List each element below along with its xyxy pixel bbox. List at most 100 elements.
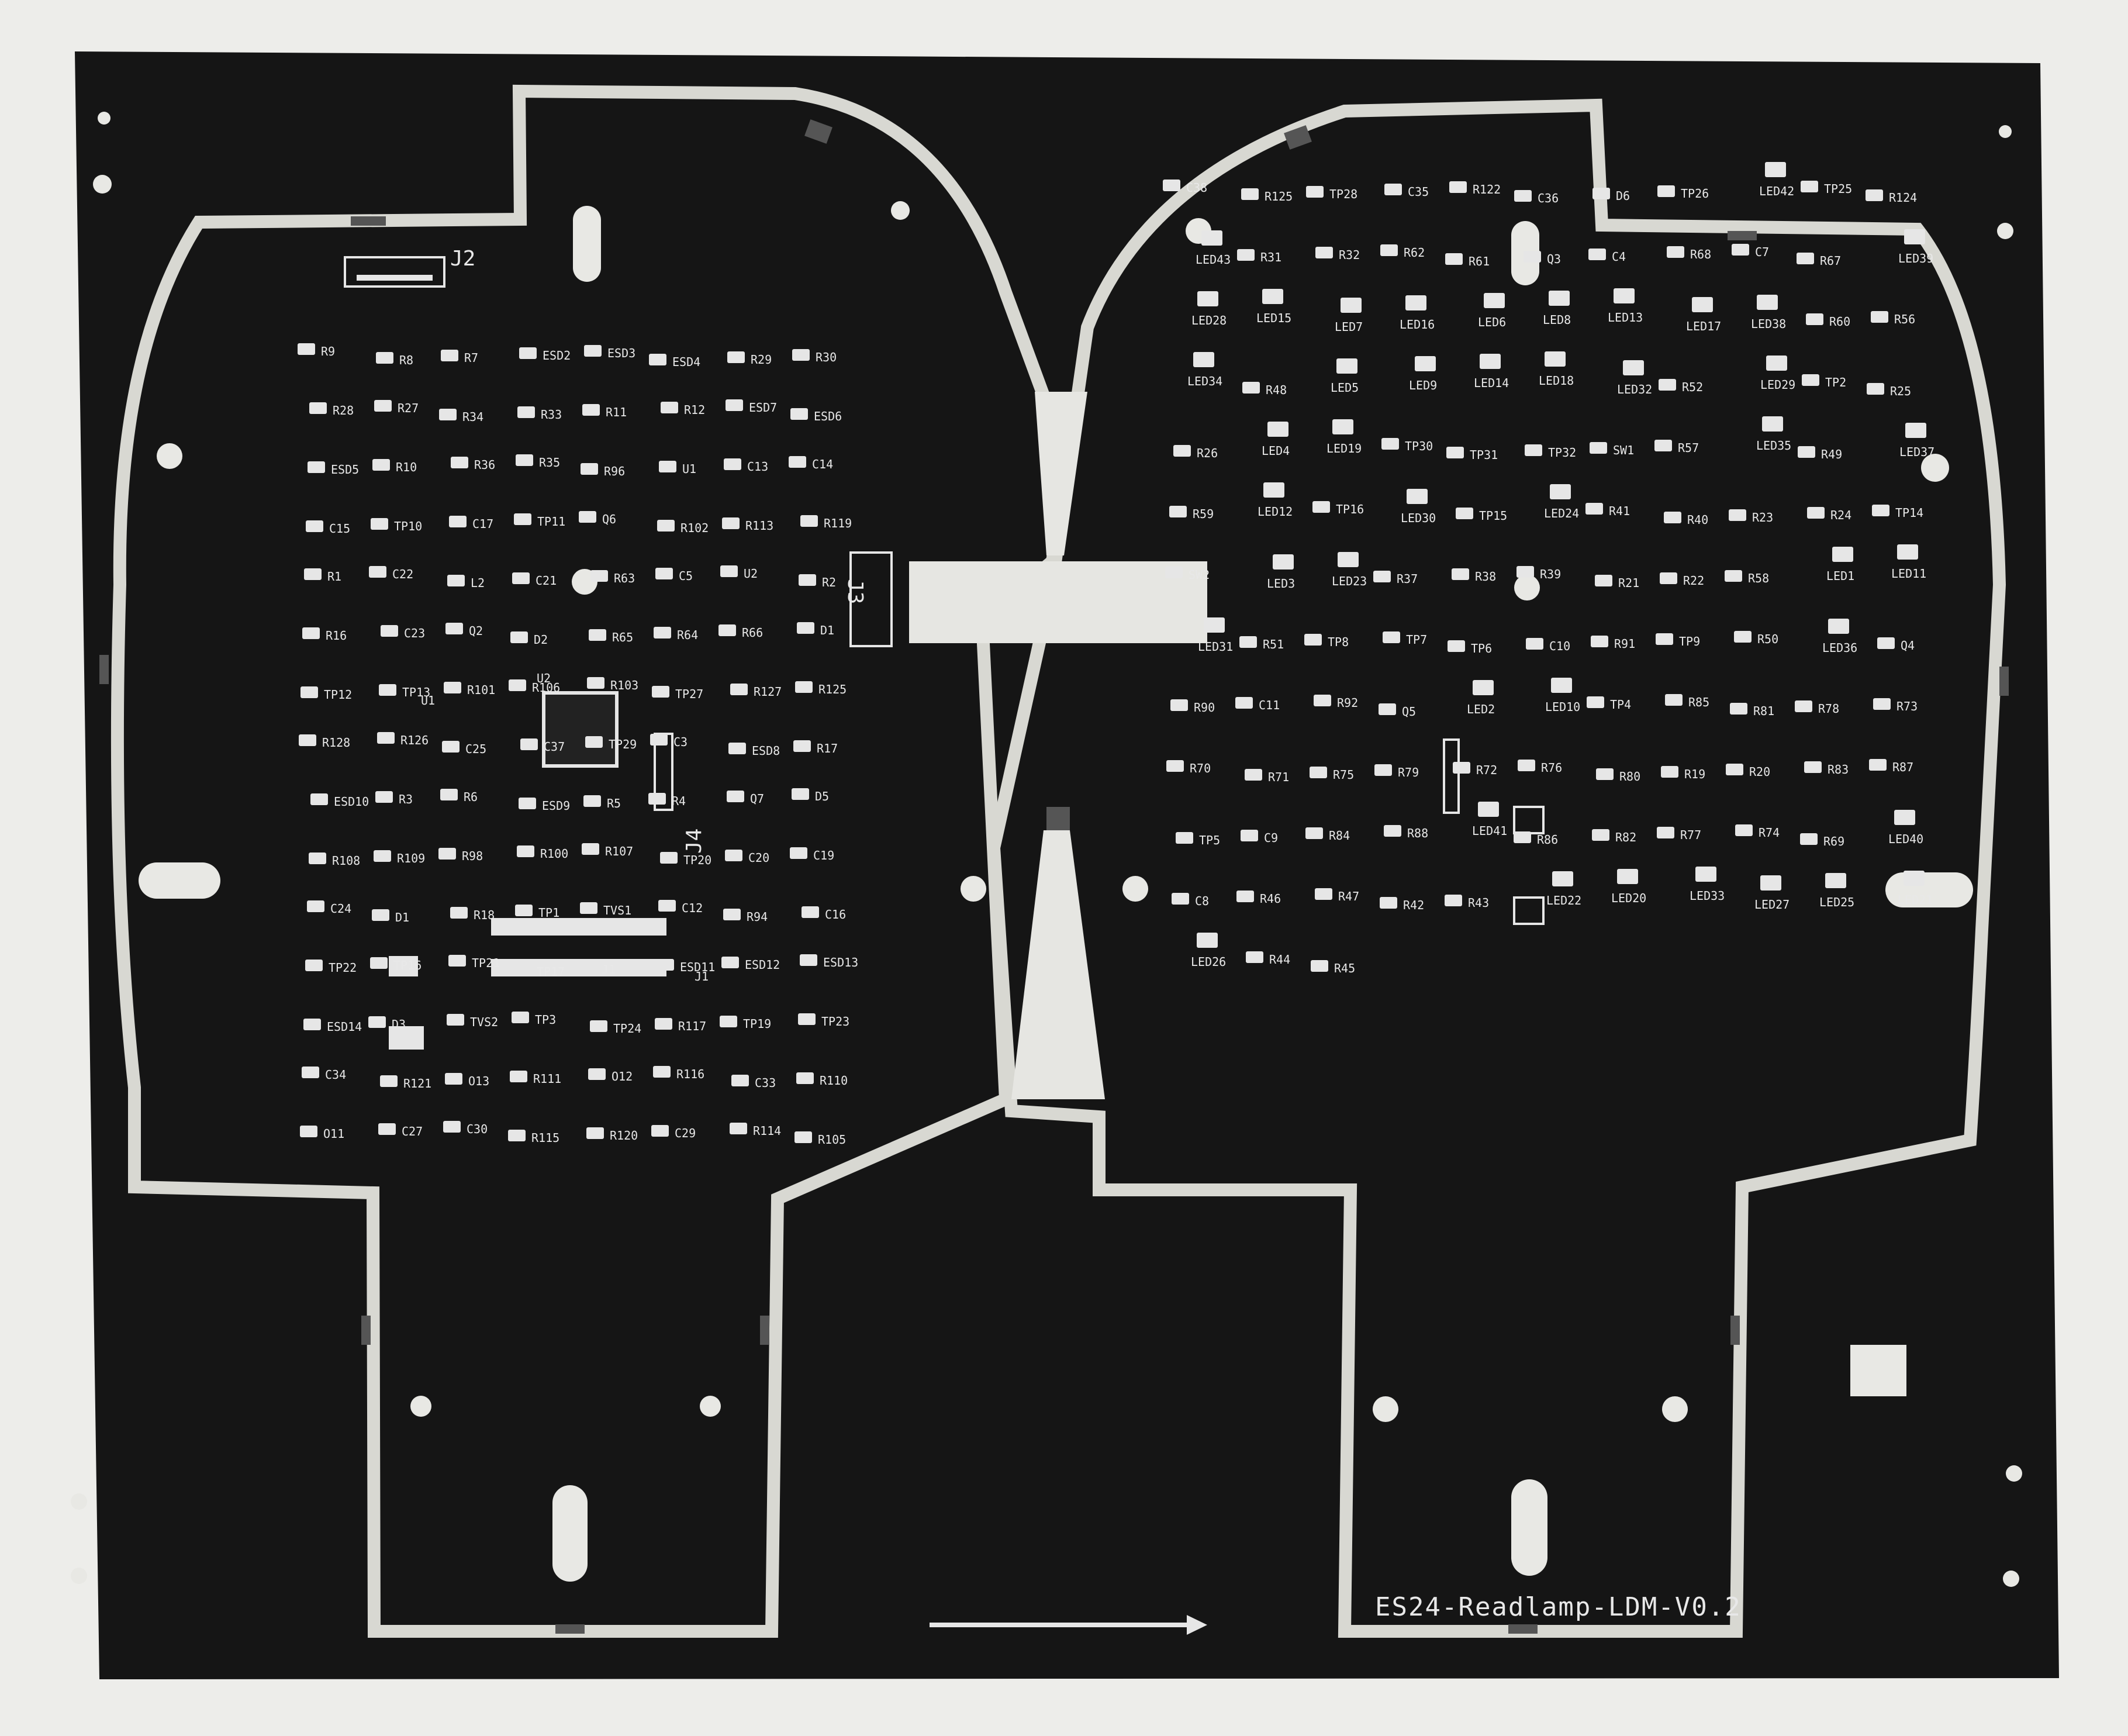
smd-pad xyxy=(445,1073,462,1085)
smd-pads-left xyxy=(298,343,819,1143)
silk-label: R66 xyxy=(742,626,764,640)
smd-pad xyxy=(1734,631,1752,643)
smd-pad xyxy=(1872,505,1889,516)
silk-label: C21 xyxy=(536,574,557,588)
silk-label: R37 xyxy=(1397,572,1418,586)
silk-label: R45 xyxy=(1334,961,1356,975)
silk-label: R125 xyxy=(818,682,847,696)
silk-label: R22 xyxy=(1683,574,1705,588)
led-pad xyxy=(1828,619,1849,634)
smd-pad xyxy=(649,354,666,365)
smd-pad xyxy=(661,402,678,413)
silk-label: R92 xyxy=(1337,696,1359,710)
silk-label: TP2 xyxy=(1825,375,1847,389)
smd-pad xyxy=(377,732,395,744)
smd-pad xyxy=(790,408,808,420)
smd-pad xyxy=(447,1014,464,1026)
silk-label: ESD2 xyxy=(543,348,571,363)
silk-label: R106 xyxy=(532,681,561,695)
smd-pad xyxy=(652,686,669,698)
silk-label: R88 xyxy=(1407,826,1429,840)
silk-label: ESD14 xyxy=(327,1020,362,1034)
smd-pads-right xyxy=(1163,162,1926,972)
silk-label: R9 xyxy=(321,344,336,358)
silk-label: R1 xyxy=(327,570,342,584)
silk-label: R74 xyxy=(1759,826,1780,840)
led-pad xyxy=(1263,482,1284,498)
silk-label: Q4 xyxy=(1901,639,1915,653)
silk-label: Q5 xyxy=(1402,705,1417,719)
led-pad xyxy=(1484,293,1505,308)
smd-pad xyxy=(445,623,463,634)
led-pad xyxy=(1904,229,1925,244)
led-pad xyxy=(1478,802,1499,817)
led-pad xyxy=(1762,416,1783,432)
silk-label: L2 xyxy=(471,576,485,590)
smd-pad xyxy=(372,459,390,471)
silk-label: TP20 xyxy=(683,853,712,867)
smd-pad xyxy=(514,513,531,525)
smd-pad xyxy=(306,520,323,532)
silk-label: R72 xyxy=(1476,763,1498,777)
smd-pad xyxy=(1384,184,1402,195)
silk-label: C22 xyxy=(392,567,414,581)
board-name: ES24-Readlamp-LDM-V0.2 xyxy=(1375,1592,1742,1622)
silk-label: ESD13 xyxy=(823,955,859,969)
smd-pad xyxy=(512,572,530,584)
silk-label: TP23 xyxy=(821,1014,850,1029)
smd-pad xyxy=(727,791,744,802)
smd-pad xyxy=(442,741,460,753)
silk-label: O11 xyxy=(323,1127,345,1141)
smd-pad xyxy=(1445,895,1462,906)
silk-label: C9 xyxy=(1264,831,1279,845)
smd-pad xyxy=(310,793,328,805)
smd-pad xyxy=(587,677,604,689)
breakaway-tabs xyxy=(99,119,2009,1634)
silk-label: TP8 xyxy=(1328,635,1349,649)
smd-pad xyxy=(722,517,740,529)
smd-pad xyxy=(802,906,819,918)
silk-label: LED12 xyxy=(1258,505,1293,519)
led-pad xyxy=(1905,423,1926,438)
silk-label: Q3 xyxy=(1547,252,1562,266)
smd-pad xyxy=(1525,444,1542,456)
smd-pad xyxy=(298,343,315,355)
smd-pad xyxy=(1312,501,1330,513)
smd-pad xyxy=(796,1072,814,1084)
smd-pad xyxy=(1384,825,1401,837)
silk-label: R38 xyxy=(1475,570,1497,584)
silk-label: O12 xyxy=(612,1069,633,1083)
silk-label: LED38 xyxy=(1751,317,1787,331)
smd-pad xyxy=(302,1067,319,1078)
silk-label: Q2 xyxy=(469,624,483,638)
smd-pad xyxy=(378,1123,396,1135)
connector-j4-label: J4 xyxy=(682,828,706,854)
silk-label: C20 xyxy=(748,851,770,865)
silk-label: SW2 xyxy=(1189,568,1210,582)
smd-pad xyxy=(578,961,596,973)
silk-label: C14 xyxy=(812,457,834,471)
center-gap-bottom xyxy=(1011,830,1105,1099)
silk-label: ESD9 xyxy=(542,799,571,813)
silk-label: TP14 xyxy=(1895,506,1924,520)
smd-pad xyxy=(1526,638,1543,650)
smd-pad xyxy=(731,1075,749,1086)
smd-pad xyxy=(1588,249,1606,260)
led-pad xyxy=(1262,289,1283,304)
silk-label: TP32 xyxy=(1548,446,1577,460)
silk-label: R20 xyxy=(1749,765,1771,779)
silk-label: C25 xyxy=(465,742,487,756)
led-pad xyxy=(1825,873,1846,888)
silk-label: R70 xyxy=(1190,761,1211,775)
smd-pad xyxy=(370,957,388,969)
smd-pad xyxy=(1590,442,1607,454)
silk-label: C17 xyxy=(472,517,494,531)
silk-label: TP10 xyxy=(394,519,423,533)
silk-label: R91 xyxy=(1614,637,1636,651)
smd-pad xyxy=(1807,507,1825,519)
smd-pad xyxy=(309,853,326,864)
silk-label: R52 xyxy=(1682,380,1704,394)
silk-label: C4 xyxy=(1612,250,1626,264)
smd-pad xyxy=(1871,311,1888,323)
silk-label: LED34 xyxy=(1187,374,1223,388)
